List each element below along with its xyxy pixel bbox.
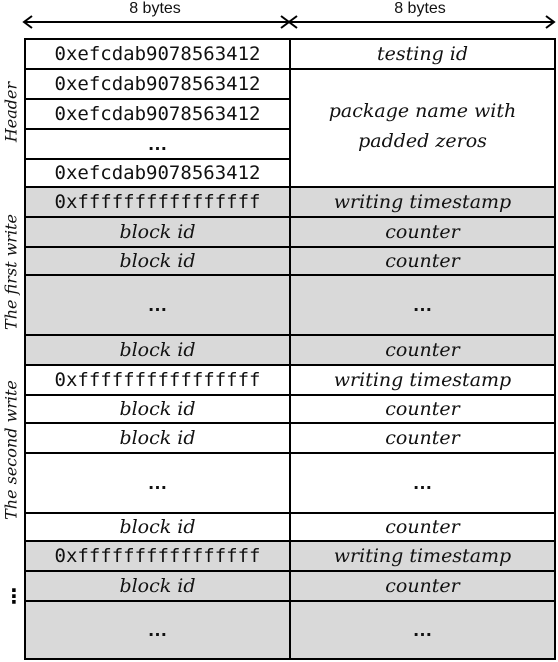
header-section-label: Header xyxy=(1,81,21,143)
timestamp-marker-cell: 0xffffffffffffffff xyxy=(24,186,291,218)
counter-cell: counter xyxy=(289,334,556,366)
block-id-cell: block id xyxy=(24,394,291,424)
ellipsis-cell: … xyxy=(24,128,291,160)
package-name-text: package name with padded zeros xyxy=(328,100,517,152)
second-write-section-label: The second write xyxy=(1,380,21,520)
continuation-dots: ⋮ xyxy=(4,584,24,608)
magic-number-cell: 0xefcdab9078563412 xyxy=(24,38,291,70)
counter-cell: counter xyxy=(289,512,556,542)
block-id-cell: block id xyxy=(24,216,291,248)
block-id-cell: block id xyxy=(24,570,291,602)
block-id-cell: block id xyxy=(24,334,291,366)
block-id-cell: block id xyxy=(24,422,291,454)
ellipsis-cell: … xyxy=(24,600,291,660)
ellipsis-cell: … xyxy=(289,600,556,660)
width-arrows xyxy=(22,15,556,29)
left-width-label: 8 bytes xyxy=(129,0,181,17)
ellipsis-cell: … xyxy=(289,274,556,336)
counter-cell: counter xyxy=(289,216,556,248)
writing-timestamp-cell: writing timestamp xyxy=(289,540,556,572)
package-name-cell: package name with padded zeros xyxy=(289,68,556,188)
counter-cell: counter xyxy=(289,422,556,454)
magic-number-cell: 0xefcdab9078563412 xyxy=(24,68,291,100)
block-id-cell: block id xyxy=(24,512,291,542)
first-write-section-label: The first write xyxy=(1,214,21,330)
ellipsis-cell: … xyxy=(289,452,556,514)
counter-cell: counter xyxy=(289,394,556,424)
ellipsis-cell: … xyxy=(24,452,291,514)
block-id-cell: block id xyxy=(24,246,291,276)
testing-id-cell: testing id xyxy=(289,38,556,70)
right-width-label: 8 bytes xyxy=(394,0,446,17)
timestamp-marker-cell: 0xffffffffffffffff xyxy=(24,540,291,572)
ellipsis-cell: … xyxy=(24,274,291,336)
magic-number-cell: 0xefcdab9078563412 xyxy=(24,98,291,130)
counter-cell: counter xyxy=(289,570,556,602)
magic-number-cell: 0xefcdab9078563412 xyxy=(24,158,291,188)
writing-timestamp-cell: writing timestamp xyxy=(289,364,556,396)
counter-cell: counter xyxy=(289,246,556,276)
timestamp-marker-cell: 0xffffffffffffffff xyxy=(24,364,291,396)
writing-timestamp-cell: writing timestamp xyxy=(289,186,556,218)
